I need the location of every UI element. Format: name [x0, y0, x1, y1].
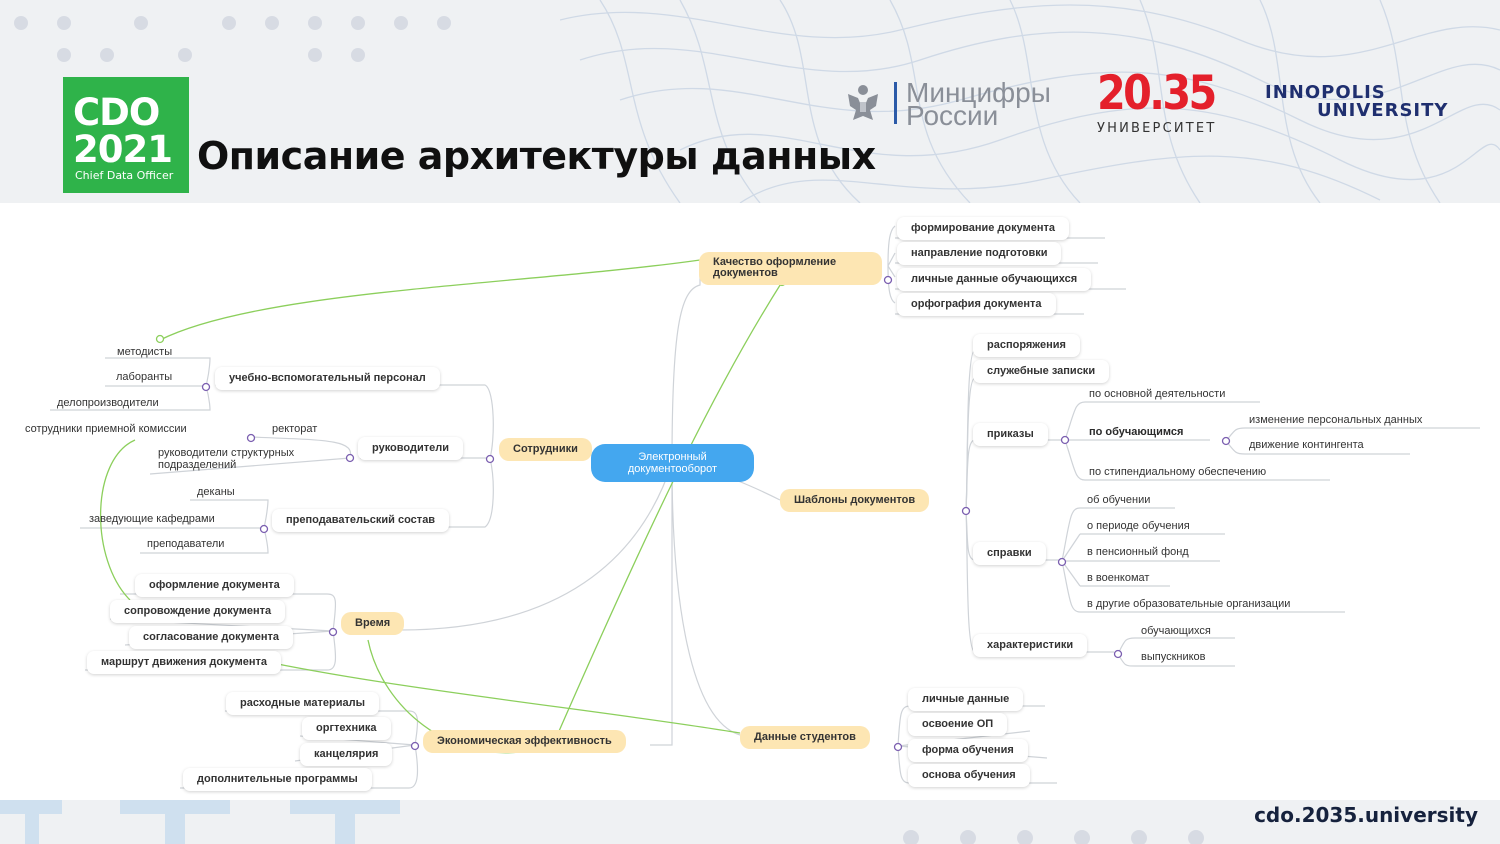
decor-dot — [437, 16, 451, 30]
central-node[interactable]: Электронный документооборот — [591, 444, 754, 482]
logo-text: CDO — [73, 91, 160, 134]
node-by-students: по обучающимся — [1089, 426, 1184, 438]
decor-shape — [25, 800, 39, 844]
mincifry-line1: Минцифры — [906, 77, 1051, 108]
leaf-item[interactable]: орфография документа — [897, 293, 1056, 316]
university-2035-logo: 20.35 УНИВЕРСИТЕТ — [1097, 66, 1227, 137]
decor-shape — [335, 800, 355, 844]
slide-header: CDO 2021 Chief Data Officer Описание арх… — [0, 0, 1500, 203]
leaf-item: о периоде обучения — [1087, 520, 1190, 532]
decor-dot — [265, 16, 279, 30]
leaf-item[interactable]: личные данные обучающихся — [897, 268, 1092, 291]
leaf-item[interactable]: согласование документа — [129, 626, 293, 649]
node-managers[interactable]: руководители — [358, 437, 463, 460]
leaf-item: об обучении — [1087, 494, 1151, 506]
central-node-label: Электронный документооборот — [627, 451, 718, 475]
decor-dot — [1074, 830, 1090, 844]
leaf-item[interactable]: канцелярия — [300, 743, 393, 766]
decor-dot — [1017, 830, 1033, 844]
decor-dot — [351, 16, 365, 30]
leaf-item: в другие образовательные организации — [1087, 598, 1291, 610]
decor-dot — [960, 830, 976, 844]
mindmap-connectors — [50, 225, 1480, 789]
node-teaching-staff[interactable]: преподавательский состав — [272, 509, 450, 532]
decor-dot — [394, 16, 408, 30]
leaf-item[interactable]: форма обучения — [908, 739, 1028, 762]
leaf-item: деканы — [197, 486, 235, 498]
decor-shape — [165, 800, 185, 844]
leaf-item: изменение персональных данных — [1249, 414, 1423, 426]
decor-dot — [57, 16, 71, 30]
leaf-item[interactable]: оргтехника — [302, 717, 391, 740]
leaf-item[interactable]: расходные материалы — [226, 692, 380, 715]
leaf-item[interactable]: служебные записки — [973, 360, 1110, 383]
decor-dot — [14, 16, 28, 30]
leaf-item[interactable]: направление подготовки — [897, 242, 1062, 265]
innopolis-line1: INNOPOLIS — [1265, 82, 1386, 103]
mindmap-diagram: Качество оформление документов формирова… — [0, 203, 1500, 800]
decor-dot — [100, 48, 114, 62]
node-references[interactable]: характеристики — [973, 634, 1088, 657]
leaf-item: заведующие кафедрами — [89, 513, 215, 525]
leaf-item[interactable]: маршрут движения документа — [87, 651, 282, 674]
leaf-item[interactable]: дополнительные программы — [183, 768, 372, 791]
u2035-label: УНИВЕРСИТЕТ — [1097, 121, 1217, 136]
leaf-item: руководители структурных подразделений — [158, 447, 295, 471]
leaf-item: в военкомат — [1087, 572, 1150, 584]
leaf-item[interactable]: сопровождение документа — [110, 600, 286, 623]
leaf-item: преподаватели — [147, 538, 225, 550]
leaf-item[interactable]: формирование документа — [897, 217, 1070, 240]
branch-economy[interactable]: Экономическая эффективность — [423, 730, 626, 753]
decor-dot — [308, 16, 322, 30]
branch-templates[interactable]: Шаблоны документов — [780, 489, 930, 512]
innopolis-line2: UNIVERSITY — [1317, 100, 1449, 121]
leaf-item: выпускников — [1141, 651, 1206, 663]
leaf-item[interactable]: личные данные — [908, 688, 1024, 711]
decor-dot — [351, 48, 365, 62]
leaf-item[interactable]: оформление документа — [135, 574, 294, 597]
leaf-item: в пенсионный фонд — [1087, 546, 1189, 558]
decor-dot — [1188, 830, 1204, 844]
page-title: Описание архитектуры данных — [197, 134, 876, 178]
slide-footer: cdo.2035.university — [0, 800, 1500, 844]
leaf-item: лаборанты — [116, 371, 173, 383]
innopolis-logo: INNOPOLIS UNIVERSITY — [1265, 84, 1448, 120]
leaf-item: сотрудники приемной комиссии — [25, 423, 187, 435]
leaf-item[interactable]: основа обучения — [908, 764, 1030, 787]
node-orders[interactable]: приказы — [973, 423, 1048, 446]
leaf-item[interactable]: освоение ОП — [908, 713, 1008, 736]
leaf-item: по стипендиальному обеспечению — [1089, 466, 1267, 478]
leaf-item: движение контингента — [1249, 439, 1364, 451]
decor-dot — [903, 830, 919, 844]
eagle-emblem-icon — [848, 85, 878, 120]
decor-dot — [1131, 830, 1147, 844]
logo-tagline: Chief Data Officer — [75, 169, 174, 182]
leaf-item: ректорат — [272, 423, 318, 435]
logo-divider — [894, 82, 897, 124]
leaf-item: делопроизводители — [57, 397, 159, 409]
decor-dot — [222, 16, 236, 30]
branch-time[interactable]: Время — [341, 612, 405, 635]
leaf-item[interactable]: распоряжения — [973, 334, 1080, 357]
decor-dot — [57, 48, 71, 62]
cdo-2021-logo: CDO 2021 Chief Data Officer — [63, 77, 189, 193]
wave-pattern — [560, 0, 1500, 203]
leaf-item: методисты — [117, 346, 173, 358]
logo-year: 2021 — [73, 128, 173, 171]
branch-student-data[interactable]: Данные студентов — [740, 726, 870, 749]
u2035-number: 20.35 — [1097, 66, 1217, 121]
node-support-staff[interactable]: учебно-вспомогательный персонал — [215, 367, 440, 390]
branch-quality[interactable]: Качество оформление документов — [699, 252, 882, 285]
footer-url[interactable]: cdo.2035.university — [1254, 803, 1478, 827]
decor-dot — [308, 48, 322, 62]
decor-dot — [178, 48, 192, 62]
leaf-item: обучающихся — [1141, 625, 1211, 637]
leaf-item: по основной деятельности — [1089, 388, 1226, 400]
mincifry-line2: России — [906, 100, 999, 131]
branch-staff[interactable]: Сотрудники — [499, 438, 592, 461]
decor-dot — [134, 16, 148, 30]
node-certificates[interactable]: справки — [973, 542, 1046, 565]
branch-quality-label: Качество оформление документов — [713, 256, 837, 279]
